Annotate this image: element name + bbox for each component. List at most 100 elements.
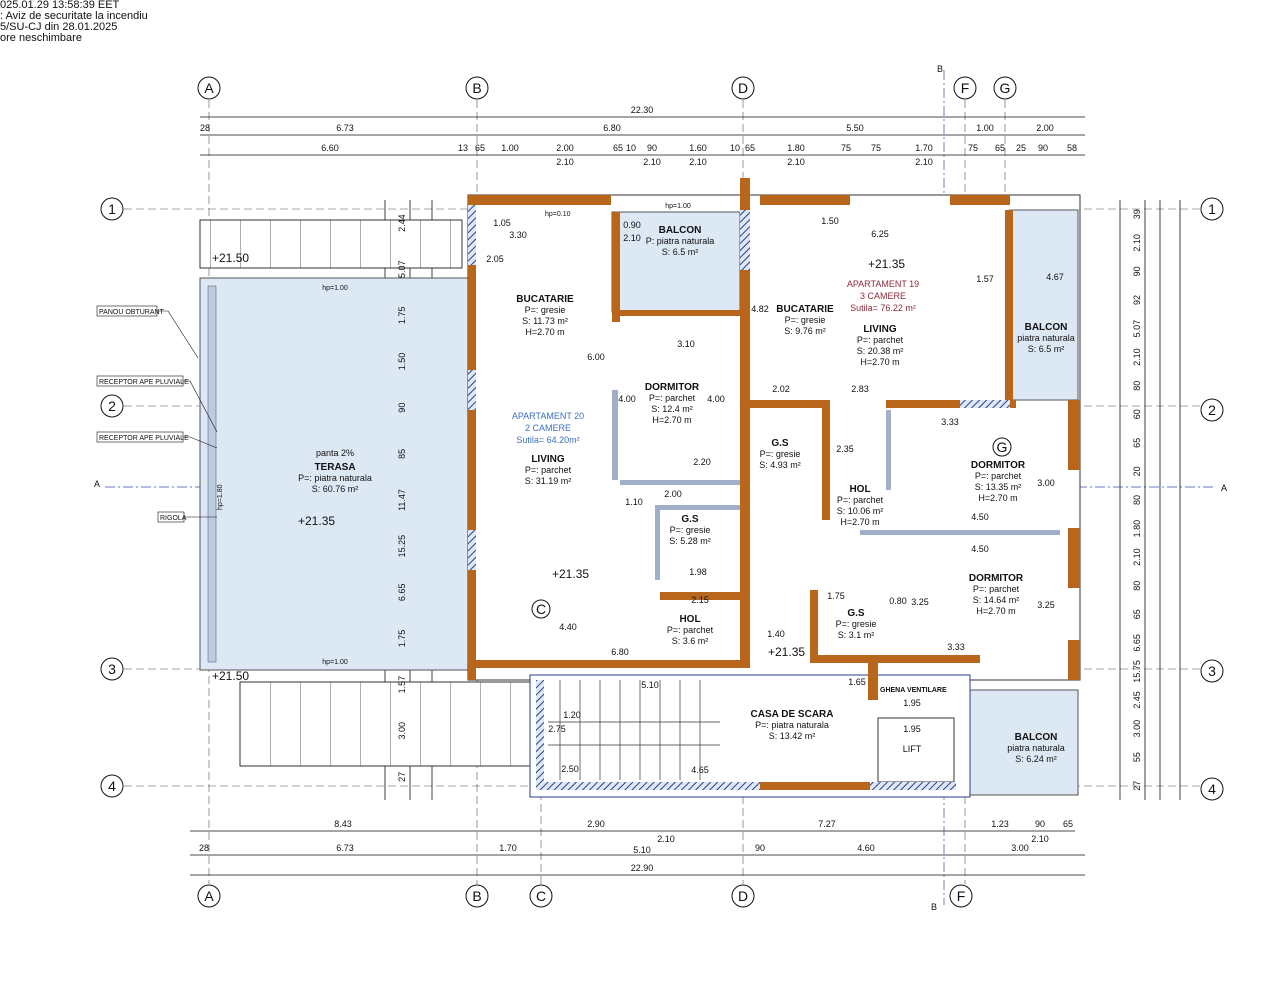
level-marker: +21.35: [768, 645, 805, 659]
dim-inner: 4.40: [559, 622, 577, 632]
dim-vertical: 2.45: [1132, 691, 1142, 709]
label-hp-balcony: hp=1.00: [665, 203, 691, 210]
dim-inner: 1.40: [767, 629, 785, 639]
callouts: [96, 305, 218, 523]
apt19-name: APARTAMENT 19: [847, 279, 919, 289]
dim-inner: 2.83: [851, 384, 869, 394]
dim: 2.10: [689, 157, 707, 167]
dim: 90: [647, 143, 657, 153]
dim: 65: [475, 143, 485, 153]
dim: 28: [199, 843, 209, 853]
dim-vertical: 1.80: [1132, 520, 1142, 538]
grid-row-2-left: 2: [108, 398, 116, 414]
room-area: S: 31.19 m²: [525, 476, 572, 486]
room-floor: P=: piatra naturala: [755, 720, 829, 730]
dim: 58: [1067, 143, 1077, 153]
apt20-rooms: 2 CAMERE: [525, 423, 571, 433]
dim-inner: 2.50: [561, 764, 579, 774]
room-floor: piatra naturala: [1007, 743, 1065, 753]
room-floor: P=: parchet: [667, 625, 714, 635]
slope-label: panta 2%: [316, 448, 354, 458]
dim: 90: [1038, 143, 1048, 153]
label-lift: LIFT: [903, 744, 922, 754]
dim-inner: 6.25: [871, 229, 889, 239]
room-area: S: 13.42 m²: [769, 731, 816, 741]
dim-vertical: 1.50: [397, 353, 407, 371]
dim-vertical: 2.10: [1132, 234, 1142, 252]
stamp-line: ore neschimbare: [0, 32, 82, 44]
dim: 2.90: [587, 819, 605, 829]
stamp-line: 5/SU-CJ din 28.01.2025: [0, 21, 118, 33]
room-name: BALCON: [1015, 732, 1058, 743]
dim-total-bottom: 22.90: [631, 863, 654, 873]
grid-row-3-left: 3: [108, 661, 116, 677]
room-area: S: 6.5 m²: [662, 247, 699, 257]
dim: 3.00: [1011, 843, 1029, 853]
room-name: BALCON: [659, 225, 702, 236]
grid-row-3-right: 3: [1208, 663, 1216, 679]
dim-inner: 4.00: [707, 394, 725, 404]
room-name: LIVING: [531, 454, 565, 465]
lift-shaft: [877, 717, 955, 783]
room-area: S: 10.06 m²: [837, 506, 884, 516]
dim: 65: [1063, 819, 1073, 829]
grid-col-f-bottom: F: [957, 888, 966, 904]
apt20-name: APARTAMENT 20: [512, 411, 584, 421]
dim-vertical: 1.75: [397, 307, 407, 325]
dim-inner: 5.10: [641, 680, 659, 690]
apt19-rooms: 3 CAMERE: [860, 291, 906, 301]
dim: 6.60: [321, 143, 339, 153]
dim-inner: 4.82: [751, 304, 769, 314]
stamp-line: 025.01.29 13:58:39 EET: [0, 0, 120, 11]
dim: 6.73: [336, 843, 354, 853]
dim-total-top: 22.30: [631, 105, 654, 115]
level-marker: +21.50: [212, 251, 249, 265]
dim-vertical: 2.44: [397, 214, 407, 232]
stairs: [548, 680, 720, 780]
balcony-apt19: [1009, 209, 1079, 401]
grid-col-c-bottom: C: [536, 888, 546, 904]
railing-bottom: [239, 681, 531, 767]
dim-vertical: 80: [1132, 381, 1142, 391]
dim: 75: [968, 143, 978, 153]
apt20-area: Sutila= 64.20m²: [516, 435, 579, 445]
room-area: S: 60.76 m²: [312, 484, 359, 494]
level-marker: +21.35: [552, 567, 589, 581]
dim: 8.43: [334, 819, 352, 829]
room-floor: P=: parchet: [649, 393, 696, 403]
dim-inner: 1.95: [903, 698, 921, 708]
room-name: BALCON: [1025, 322, 1068, 333]
room-floor: P=: parchet: [857, 335, 904, 345]
dim-vertical: 85: [397, 449, 407, 459]
grid-row-4-left: 4: [108, 778, 116, 794]
label-ghena: GHENA VENTILARE: [880, 687, 947, 694]
dim-vertical: 65: [1132, 438, 1142, 448]
dim: 5.10: [633, 845, 651, 855]
label-receptor-2: RECEPTOR APE PLUVIALE: [99, 435, 189, 442]
room-floor: P=: parchet: [975, 471, 1022, 481]
dim: 1.70: [499, 843, 517, 853]
dim-inner: 0.90: [623, 220, 641, 230]
dim-inner: 3.00: [1037, 478, 1055, 488]
grid-col-d-top: D: [738, 80, 748, 96]
dim-inner: 2.05: [486, 254, 504, 264]
dim-vertical: 6.65: [1132, 634, 1142, 652]
room-area: S: 14.64 m²: [973, 595, 1020, 605]
dim-inner: 3.30: [509, 230, 527, 240]
dim: 1.70: [915, 143, 933, 153]
label-hp-terrace-bottom: hp=1.00: [322, 659, 348, 666]
dim-vertical: 11.47: [397, 489, 407, 511]
room-floor: P=: gresie: [525, 305, 566, 315]
signature-stamp: 025.01.29 13:58:39 EET : Aviz de securit…: [0, 0, 148, 44]
dim-vertical: 1.57: [397, 676, 407, 694]
dim: 1.60: [689, 143, 707, 153]
room-area: S: 11.73 m²: [522, 316, 568, 326]
dim: 65: [995, 143, 1005, 153]
dim-vertical: 2.10: [1132, 348, 1142, 366]
dim: 2.10: [915, 157, 933, 167]
room-floor: P: piatra naturala: [646, 236, 715, 246]
level-marker: +21.35: [868, 257, 905, 271]
dim: 1.00: [976, 123, 994, 133]
dim-vertical: 39: [1132, 209, 1142, 219]
walls: [468, 178, 1080, 790]
